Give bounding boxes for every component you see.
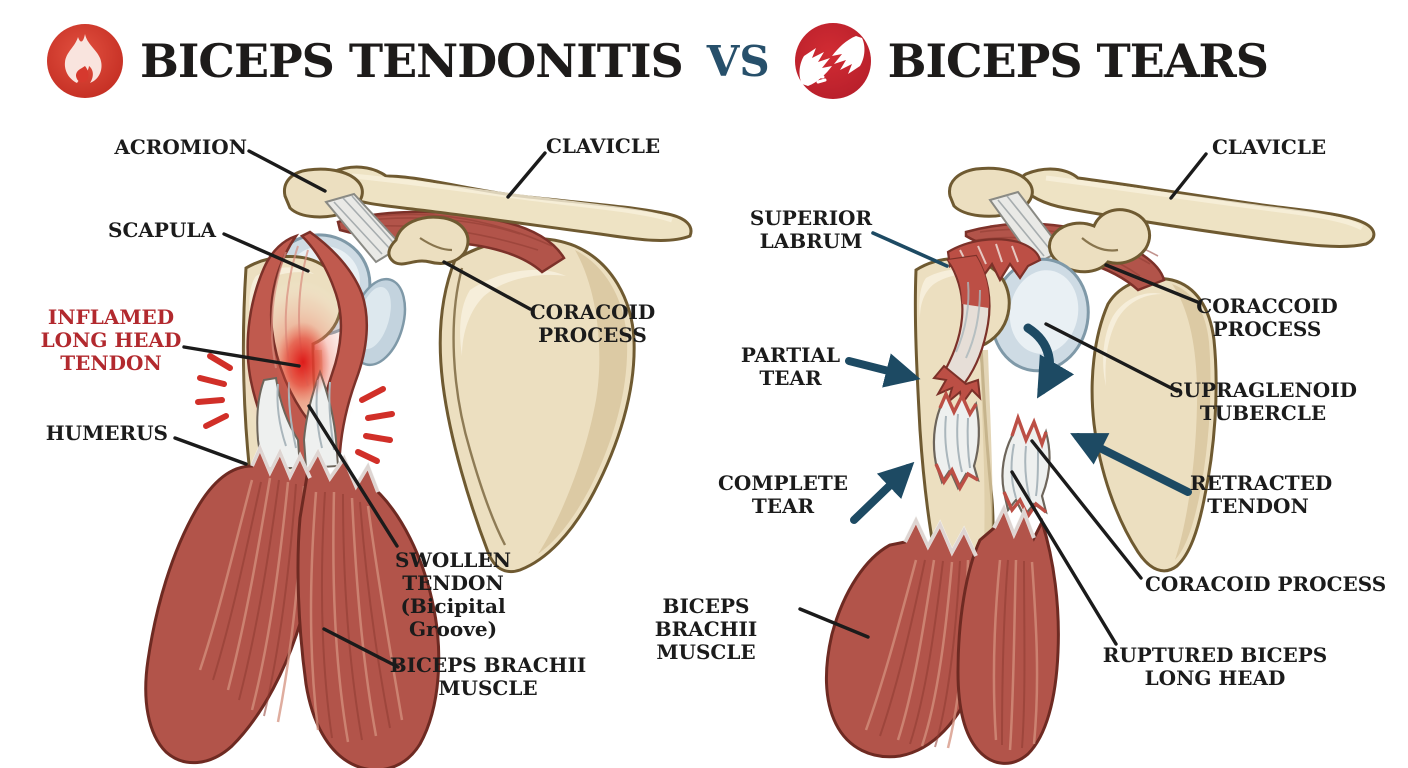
title-left: BICEPS TENDONITIS <box>140 34 684 88</box>
leader-acromion <box>247 149 327 193</box>
leader-coraccoid-right <box>1104 263 1202 305</box>
left-shoulder-illustration <box>144 165 693 768</box>
label-retracted-tendon: RETRACTED TENDON <box>1190 471 1333 518</box>
label-ruptured-biceps: RUPTURED BICEPS LONG HEAD <box>1102 643 1328 690</box>
leader-clavicle-left <box>506 151 547 199</box>
leader-humerus <box>173 436 248 466</box>
title-bar: BICEPS TENDONITIS VS BICEPS TEARS <box>46 22 1269 100</box>
leader-clavicle-right <box>1169 152 1208 200</box>
label-coraccoid-right: CORACCOID PROCESS <box>1196 294 1338 341</box>
joint-capsule-right <box>990 257 1090 373</box>
complete-tear-stump <box>932 389 980 492</box>
biceps-muscles <box>144 442 441 768</box>
leader-swollen-tendon <box>307 404 399 548</box>
label-scapula: SCAPULA <box>108 218 216 242</box>
complete-tear-arrow <box>850 461 915 524</box>
leader-biceps-left <box>322 627 400 669</box>
retracted-tendon-arrow <box>1070 433 1192 496</box>
label-coracoid-left: CORACOID PROCESS <box>529 300 656 347</box>
navy-arrows <box>845 231 1192 524</box>
partial-tear-arrow <box>845 353 921 388</box>
biceps-muscles-right <box>824 503 1060 765</box>
coracoid-process-bone <box>387 215 470 266</box>
label-clavicle-left: CLAVICLE <box>546 134 661 158</box>
leader-lines <box>173 149 1208 669</box>
flame-icon <box>47 24 123 98</box>
label-biceps-left: BICEPS BRACHII MUSCLE <box>389 653 587 700</box>
leader-coracoid-left <box>442 260 532 311</box>
leader-ruptured <box>1010 470 1118 646</box>
right-shoulder-illustration <box>824 166 1376 765</box>
leader-biceps-right <box>798 607 870 639</box>
leader-coracoid-bottom <box>1030 439 1143 580</box>
label-superior-labrum: SUPERIOR LABRUM <box>749 206 873 253</box>
label-swollen-tendon: SWOLLEN TENDON (Bicipital Groove) <box>395 548 511 641</box>
label-biceps-right: BICEPS BRACHII MUSCLE <box>654 594 758 664</box>
scapula-bone <box>438 237 636 574</box>
label-acromion: ACROMION <box>114 135 247 159</box>
leader-scapula <box>222 232 310 273</box>
retracted-tendon-stump <box>1001 412 1051 520</box>
inflamed-core <box>276 322 330 402</box>
retraction-curved-arrow <box>1023 323 1075 399</box>
leader-inflamed-tendon <box>182 345 301 368</box>
partially-torn-tendon <box>932 254 991 407</box>
label-supraglenoid: SUPRAGLENOID TUBERCLE <box>1169 378 1357 425</box>
tear-icon <box>794 23 871 99</box>
label-inflamed-tendon: INFLAMED LONG HEAD TENDON <box>40 305 182 375</box>
label-humerus: HUMERUS <box>45 421 168 445</box>
leader-superior-labrum <box>871 231 949 268</box>
scapula-bone-right <box>1090 276 1218 573</box>
leader-supraglenoid <box>1044 322 1179 393</box>
coracoid-process-bone-right <box>1048 208 1151 274</box>
label-complete-tear: COMPLETE TEAR <box>718 471 848 518</box>
clavicle-bone-right <box>1019 167 1376 248</box>
label-coracoid-bottom: CORACOID PROCESS <box>1145 572 1387 596</box>
pain-marks <box>195 353 395 464</box>
label-partial-tear: PARTIAL TEAR <box>740 343 841 390</box>
clavicle-bone <box>328 165 693 242</box>
title-right: BICEPS TEARS <box>887 34 1269 88</box>
title-vs: VS <box>706 36 770 86</box>
label-clavicle-right: CLAVICLE <box>1212 135 1327 159</box>
